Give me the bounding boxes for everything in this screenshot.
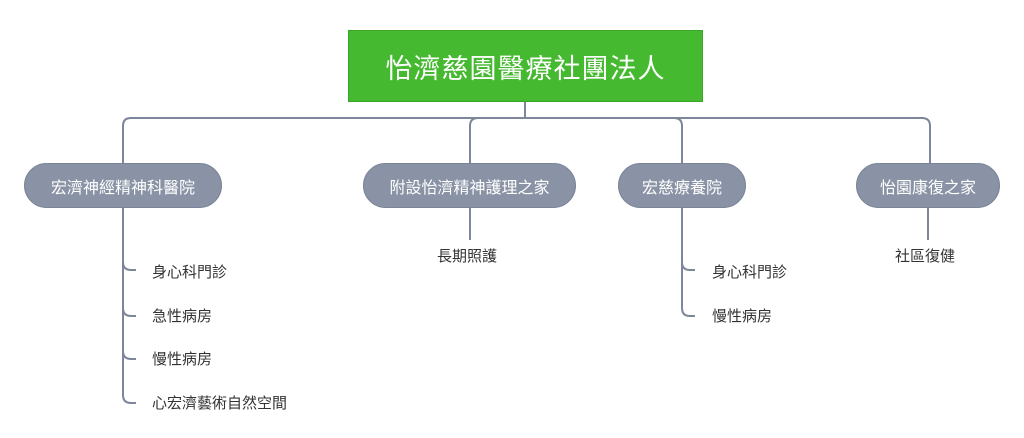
top-bus: [122, 117, 931, 163]
branch-3-connector: [673, 117, 683, 163]
leaf-node[interactable]: 身心科門診: [712, 263, 788, 281]
branch-label: 宏慈療養院: [641, 177, 722, 197]
branch-node-4[interactable]: 怡園康復之家: [856, 163, 1000, 208]
branch-node-3[interactable]: 宏慈療養院: [618, 163, 746, 208]
branch-node-2[interactable]: 附設怡濟精神護理之家: [363, 163, 576, 208]
branch-2-connector: [469, 117, 479, 163]
branch-1-children-connector: [122, 208, 136, 404]
leaf-node[interactable]: 心宏濟藝術自然空間: [152, 394, 288, 412]
leaf-node[interactable]: 急性病房: [152, 307, 213, 325]
branch-label: 附設怡濟精神護理之家: [389, 177, 550, 197]
root-node[interactable]: 怡濟慈園醫療社團法人: [348, 30, 703, 102]
leaf-node[interactable]: 慢性病房: [152, 350, 213, 368]
leaf-node[interactable]: 身心科門診: [152, 263, 228, 281]
branch-3-children-connector: [681, 208, 695, 317]
branch-label: 怡園康復之家: [879, 177, 976, 197]
leaf-node[interactable]: 長期照護: [437, 247, 498, 265]
leaf-node[interactable]: 慢性病房: [712, 307, 773, 325]
root-label: 怡濟慈園醫療社團法人: [385, 53, 666, 85]
branch-node-1[interactable]: 宏濟神經精神科醫院: [24, 163, 222, 208]
leaf-node[interactable]: 社區復健: [895, 247, 956, 265]
branch-label: 宏濟神經精神科醫院: [50, 177, 195, 197]
